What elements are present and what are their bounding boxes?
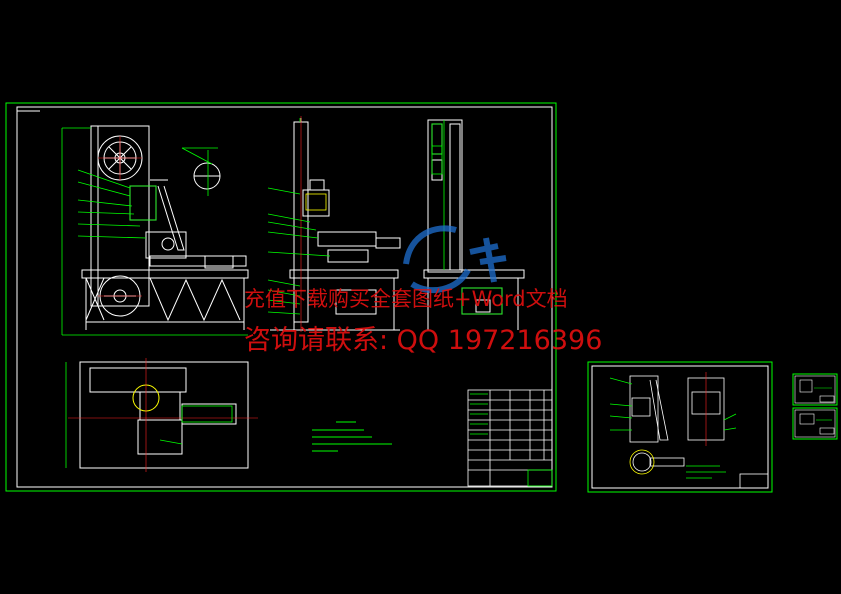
front-view bbox=[81, 125, 249, 330]
watermark-contact-text: 咨询请联系: QQ 197216396 bbox=[244, 325, 603, 356]
front-view-centerlines bbox=[98, 136, 142, 297]
thumbnail-sheet-1 bbox=[792, 373, 838, 406]
blue-swoosh-logo-icon bbox=[403, 225, 507, 294]
title-block bbox=[467, 389, 553, 487]
side-view-leaders bbox=[267, 118, 331, 315]
top-view-leaders bbox=[65, 362, 233, 468]
technical-notes bbox=[312, 421, 392, 452]
main-drawing-sheet bbox=[5, 102, 557, 492]
top-view bbox=[79, 361, 249, 469]
right-view-leaders bbox=[431, 120, 503, 315]
side-view-highlight bbox=[305, 193, 327, 211]
front-view-leaders bbox=[61, 127, 248, 336]
detail-drawing-sheet bbox=[587, 361, 773, 493]
thumbnail-sheet-2 bbox=[792, 407, 838, 440]
top-view-centerlines bbox=[68, 358, 258, 472]
watermark-download-text: 充值下载购买全套图纸+Word文档 bbox=[244, 287, 568, 311]
